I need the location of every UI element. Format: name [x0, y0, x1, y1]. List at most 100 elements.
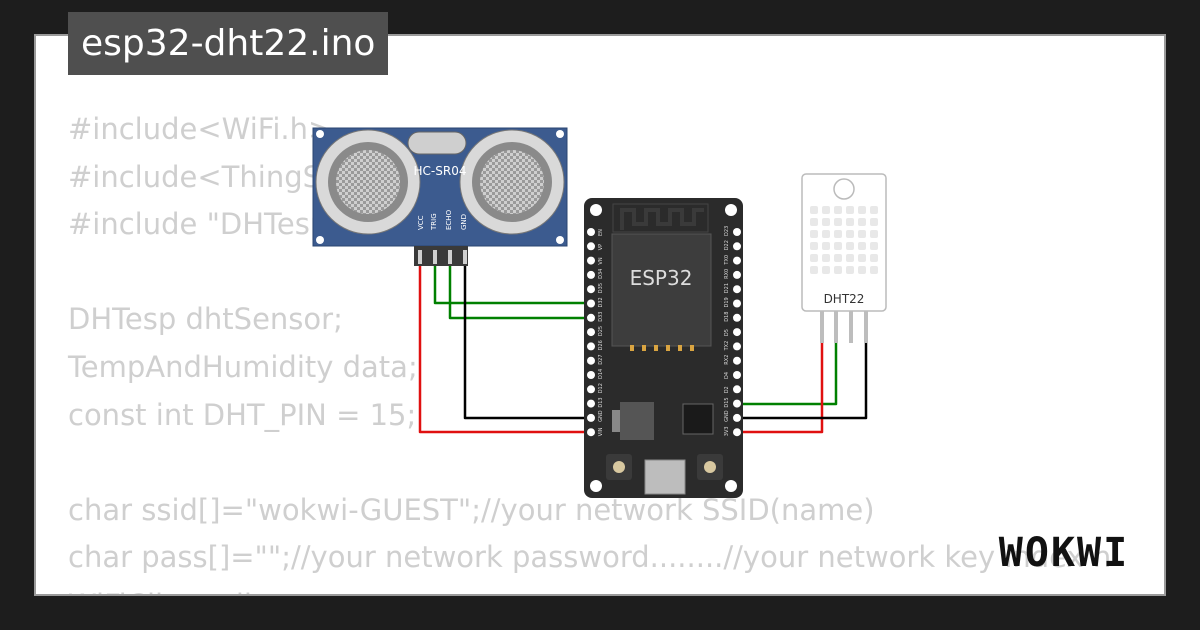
ultrasonic-pin-vcc: VCC — [417, 215, 425, 230]
dht22-vent-slot — [834, 206, 842, 214]
dht22-vent-slot — [822, 206, 830, 214]
esp32-right-pin-tx2[interactable] — [733, 342, 741, 351]
esp32-board[interactable]: ESP32 ENVPVND34D35D32D33D25D26D27D14D12D… — [584, 198, 743, 498]
wire-echo-to-d12 — [448, 266, 591, 320]
ultrasonic-transducer-right — [459, 129, 565, 235]
dht22-sensor[interactable]: DHT22 — [801, 173, 887, 343]
esp32-left-pin-label: D33 — [598, 312, 604, 322]
esp32-right-pin-d4[interactable] — [733, 371, 741, 379]
esp32-right-pin-rx0[interactable] — [733, 270, 741, 279]
dht22-vent-slot — [810, 218, 818, 226]
code-line: const int DHT_PIN = 15; — [68, 397, 417, 432]
esp32-right-pin-d2[interactable] — [733, 385, 741, 394]
esp32-left-pin-vn[interactable] — [587, 256, 595, 265]
esp32-right-pin-d18[interactable] — [733, 313, 741, 322]
esp32-right-pin-label: 3V3 — [724, 426, 730, 436]
esp32-left-pin-label: VIN — [598, 427, 604, 436]
esp32-right-pin-d22[interactable] — [733, 242, 741, 251]
dht22-vent-slot — [858, 266, 866, 274]
dht22-vent-slot — [858, 230, 866, 238]
esp32-left-pin-d26[interactable] — [587, 342, 595, 351]
esp32-mounting-holes — [590, 204, 737, 492]
dht22-vent-slot — [834, 266, 842, 274]
esp32-button-en[interactable] — [606, 454, 632, 480]
code-line: #include<WiFi.h> — [68, 112, 333, 146]
ultrasonic-pin-labels: VCC TRIG ECHO GND — [417, 209, 468, 231]
dht22-vent-slot — [858, 218, 866, 226]
dht22-vent-slot — [870, 254, 878, 262]
esp32-left-pin-label: VN — [598, 257, 604, 264]
esp32-right-pin-d21[interactable] — [733, 285, 741, 294]
wire-gnd-to-gnd — [463, 266, 591, 420]
dht22-vent-slot — [810, 266, 818, 274]
esp32-right-pin-rx2[interactable] — [733, 356, 741, 365]
dht22-vent-slot — [834, 242, 842, 250]
dht22-vent-slot — [822, 218, 830, 226]
code-line: char pass[]="";//your network password..… — [68, 540, 1112, 575]
esp32-left-pin-en[interactable] — [587, 228, 595, 236]
dht22-vent-slot — [846, 230, 854, 238]
esp32-usb-port — [644, 459, 686, 495]
wire-dht-vcc-to-3v3 — [737, 342, 824, 434]
esp32-right-pin-d19[interactable] — [733, 299, 741, 308]
ultrasonic-pin-gnd: GND — [460, 214, 468, 230]
esp32-right-pin-d15[interactable] — [733, 399, 741, 408]
dht22-vent-slot — [810, 206, 818, 214]
esp32-right-pin-gnd[interactable] — [733, 413, 741, 422]
esp32-left-pin-d33[interactable] — [587, 313, 595, 322]
esp32-right-pin-tx0[interactable] — [733, 256, 741, 265]
dht22-vent-slot — [870, 266, 878, 274]
esp32-right-pin-label: D4 — [724, 372, 730, 379]
dht22-vent-slot — [858, 242, 866, 250]
wire-trig-to-d13 — [433, 266, 591, 305]
esp32-left-pin-label: D14 — [598, 369, 604, 379]
dht22-label: DHT22 — [824, 292, 865, 306]
esp32-button-boot[interactable] — [697, 454, 723, 480]
esp32-left-pin-d27[interactable] — [587, 356, 595, 365]
dht22-vent-slot — [834, 218, 842, 226]
esp32-left-pin-label: D13 — [598, 397, 604, 407]
esp32-left-pin-d32[interactable] — [587, 299, 595, 308]
esp32-left-pin-d12[interactable] — [587, 385, 595, 394]
dht22-vent-slot — [822, 254, 830, 262]
wokwi-logo-text: WOKWI — [999, 530, 1129, 574]
esp32-left-pin-d35[interactable] — [587, 285, 595, 294]
esp32-left-pin-row: ENVPVND34D35D32D33D25D26D27D14D12D13GNDV… — [587, 228, 604, 437]
dht22-vent-slot — [810, 230, 818, 238]
esp32-left-pin-label: D27 — [598, 354, 604, 364]
esp32-right-pin-3v3[interactable] — [733, 428, 741, 437]
esp32-left-pin-label: GND — [598, 410, 604, 422]
esp32-left-pin-d14[interactable] — [587, 371, 595, 379]
esp32-left-pin-d13[interactable] — [587, 399, 595, 408]
ultrasonic-sensor[interactable]: HC-SR04 VCC TRIG ECHO GND — [312, 127, 568, 266]
esp32-left-pin-label: EN — [598, 229, 604, 236]
code-line: char ssid[]="wokwi-GUEST";//your network… — [68, 492, 875, 527]
esp32-left-pin-label: D12 — [598, 383, 604, 393]
esp32-left-pin-vin[interactable] — [587, 428, 595, 437]
esp32-right-pin-label: D19 — [724, 297, 730, 307]
ultrasonic-label: HC-SR04 — [414, 164, 467, 178]
esp32-right-pin-label: D5 — [724, 329, 730, 336]
dht22-vent-slot — [858, 206, 866, 214]
esp32-left-pin-gnd[interactable] — [587, 413, 595, 422]
esp32-right-pin-label: TX0 — [724, 255, 730, 266]
esp32-left-pin-label: D25 — [598, 326, 604, 336]
wire-vcc-to-vin — [418, 266, 591, 434]
esp32-right-pin-d5[interactable] — [733, 328, 741, 337]
esp32-left-pin-vp[interactable] — [587, 242, 595, 251]
code-line: TempAndHumidity data; — [68, 349, 418, 384]
dht22-vent-slot — [870, 218, 878, 226]
dht22-vent-slot — [822, 266, 830, 274]
esp32-right-pin-label: D21 — [724, 283, 730, 293]
esp32-left-pin-d25[interactable] — [587, 328, 595, 337]
dht22-vent-slot — [870, 206, 878, 214]
esp32-left-pin-label: D35 — [598, 283, 604, 293]
dht22-vent-slot — [846, 218, 854, 226]
esp32-left-pin-d34[interactable] — [587, 270, 595, 279]
esp32-right-pin-d23[interactable] — [733, 228, 741, 236]
esp32-right-pin-label: TX2 — [724, 341, 730, 352]
esp32-right-pin-label: RX2 — [724, 355, 730, 365]
code-card: #include<WiFi.h>#include<ThingSpeak.h>#i… — [34, 34, 1166, 596]
dht22-vent-slot — [810, 242, 818, 250]
